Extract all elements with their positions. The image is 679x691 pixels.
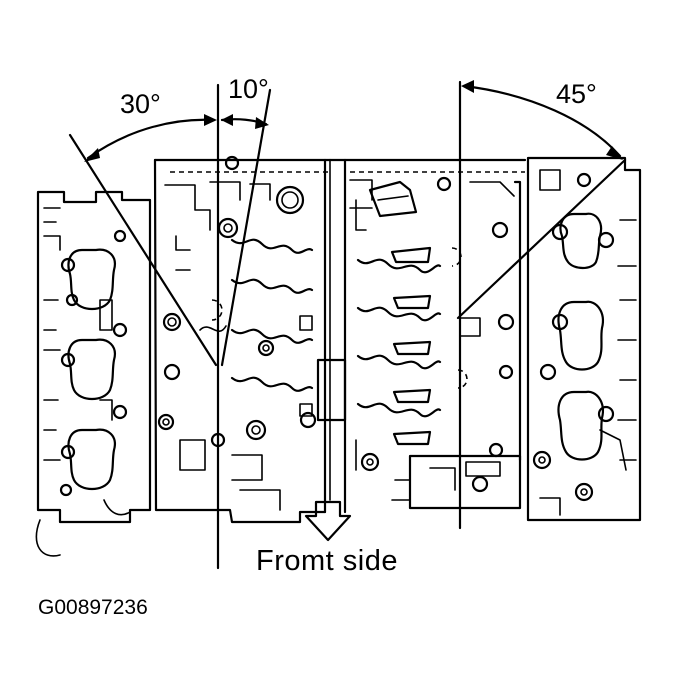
left-cylinder-head <box>35 190 152 557</box>
angle-reference-lines <box>68 80 627 570</box>
center-left-block <box>153 155 332 524</box>
ten-degree-line <box>220 88 272 367</box>
forty-five-degree-arc <box>462 84 622 158</box>
thirty-degree-line <box>68 133 218 367</box>
angle-label-45: 45° <box>556 79 597 109</box>
figure-code: G00897236 <box>38 596 148 619</box>
front-direction-arrow <box>304 500 352 542</box>
front-side-label: Fromt side <box>256 545 398 577</box>
center-right-block <box>355 176 522 510</box>
center-deck <box>316 158 527 514</box>
thirty-degree-arc <box>86 118 216 160</box>
angle-label-30: 30° <box>120 89 161 119</box>
right-cylinder-head <box>526 156 642 522</box>
angle-label-10: 10° <box>228 74 269 104</box>
forty-five-degree-line <box>456 158 627 320</box>
